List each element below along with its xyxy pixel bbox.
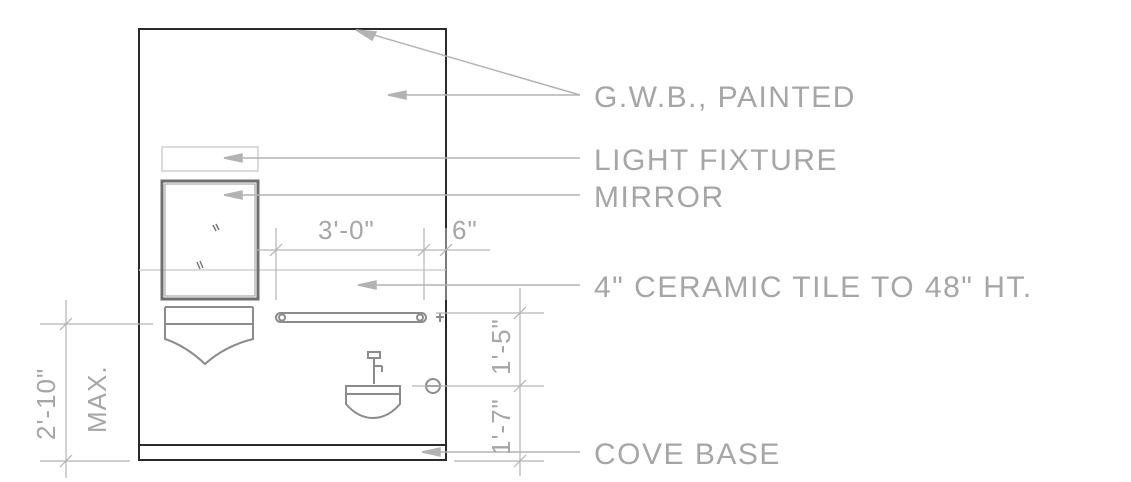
note-mirror: MIRROR xyxy=(594,181,725,214)
note-gwb-painted: G.W.B., PAINTED xyxy=(594,81,856,114)
dim-grab-bar-offset: 6" xyxy=(452,215,478,245)
note-cove-base: COVE BASE xyxy=(594,438,781,471)
faucet-icon xyxy=(367,351,383,384)
mirror-icon xyxy=(160,179,260,301)
dim-lower-segment: 1'-7" xyxy=(486,398,516,455)
leader-lines xyxy=(223,29,581,457)
dim-upper-segment: 1'-5" xyxy=(486,318,516,375)
note-light-fixture: LIGHT FIXTURE xyxy=(594,144,838,177)
dimension-lines xyxy=(40,228,544,478)
dim-lavatory-height: 2'-10" xyxy=(31,368,61,440)
grab-bar-icon xyxy=(275,312,427,323)
light-fixture xyxy=(161,146,259,172)
dim-lavatory-max: MAX. xyxy=(82,365,112,433)
flush-valve-icon xyxy=(425,313,444,394)
wall-toilet-icon xyxy=(345,351,401,420)
wall-lavatory-icon xyxy=(164,306,254,366)
note-ceramic-tile: 4" CERAMIC TILE TO 48" HT. xyxy=(594,271,1033,304)
dim-grab-bar-length: 3'-0" xyxy=(318,215,375,245)
